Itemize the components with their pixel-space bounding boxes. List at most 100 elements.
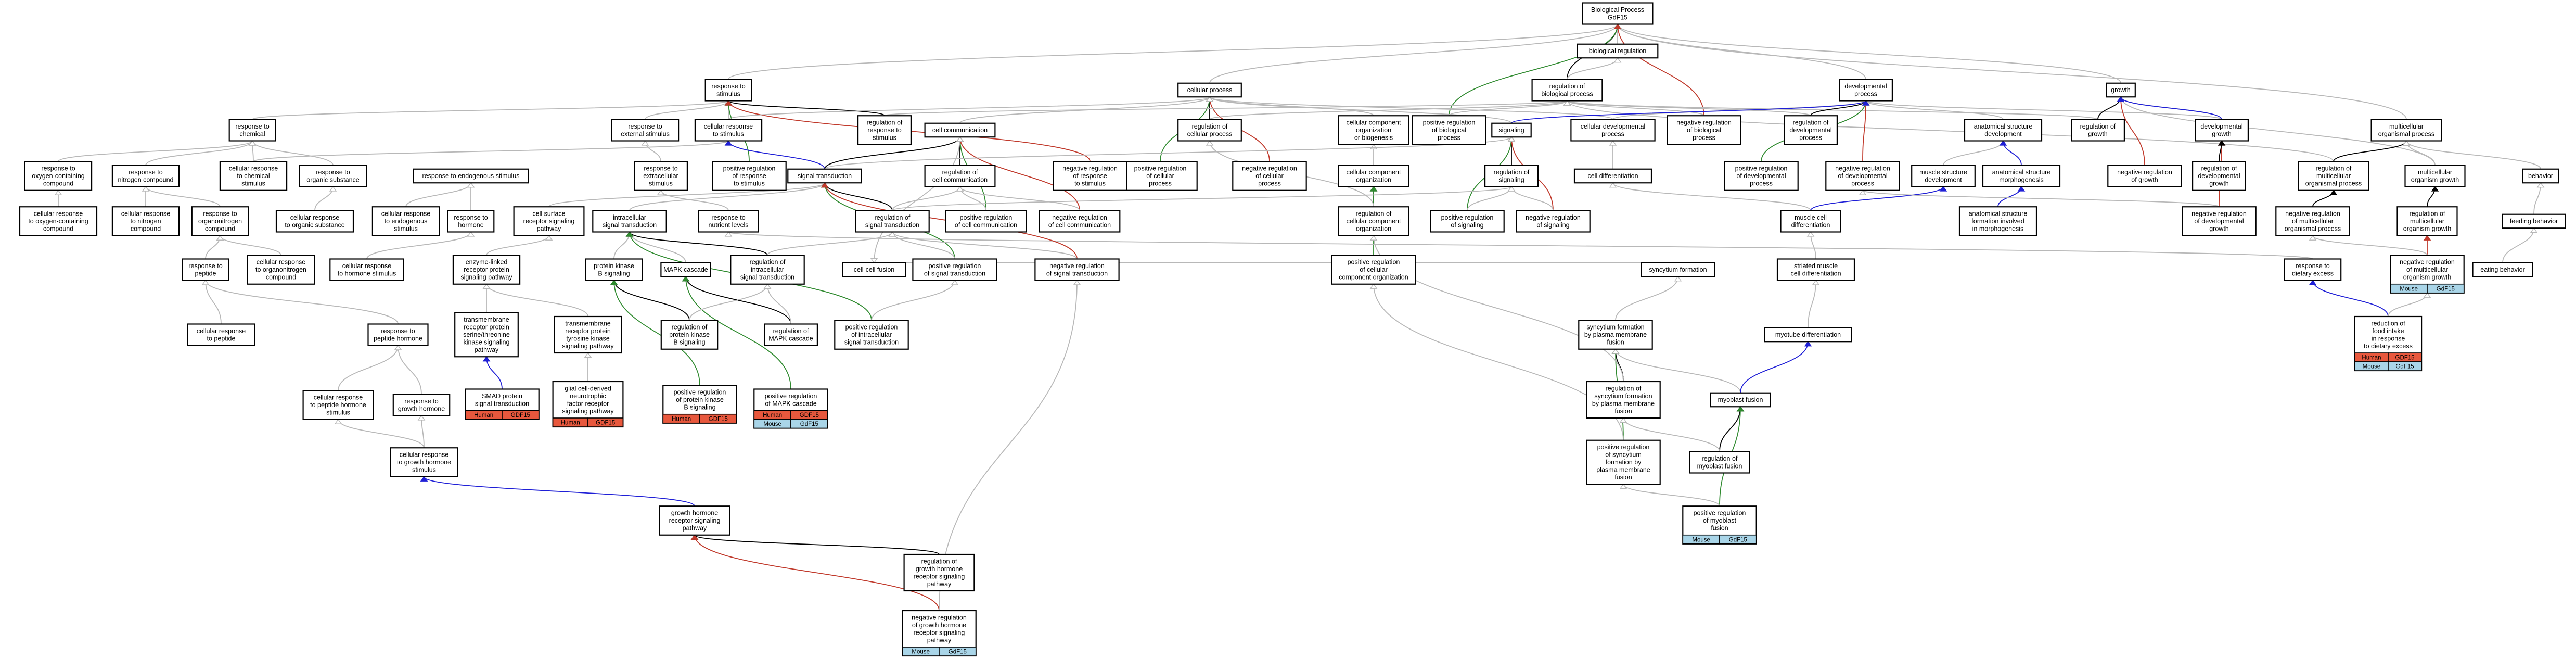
go-term-node[interactable]: MAPK cascade (660, 262, 711, 277)
go-term-node[interactable]: cell differentiation (1573, 168, 1652, 184)
go-term-node[interactable]: response to endogenous stimulus (413, 168, 529, 184)
go-term-node[interactable]: myoblast fusion (1710, 392, 1771, 408)
go-term-node[interactable]: cell-cell fusion (842, 262, 906, 277)
go-term-node[interactable]: growth (2106, 82, 2136, 98)
go-term-node[interactable]: syncytium formation (1641, 262, 1715, 277)
go-term-node[interactable]: behavior (2522, 168, 2559, 184)
go-term-node[interactable]: eating behavior (2472, 262, 2533, 277)
go-term-node[interactable]: biological regulation (1577, 43, 1659, 59)
go-term-node[interactable]: cellular process (1177, 82, 1242, 98)
go-term-node[interactable]: feeding behavior (2502, 213, 2566, 229)
go-term-node[interactable]: cell communication (924, 122, 996, 138)
go-term-node[interactable]: signaling (1491, 122, 1532, 138)
go-term-node[interactable]: myotube differentiation (1764, 327, 1853, 343)
